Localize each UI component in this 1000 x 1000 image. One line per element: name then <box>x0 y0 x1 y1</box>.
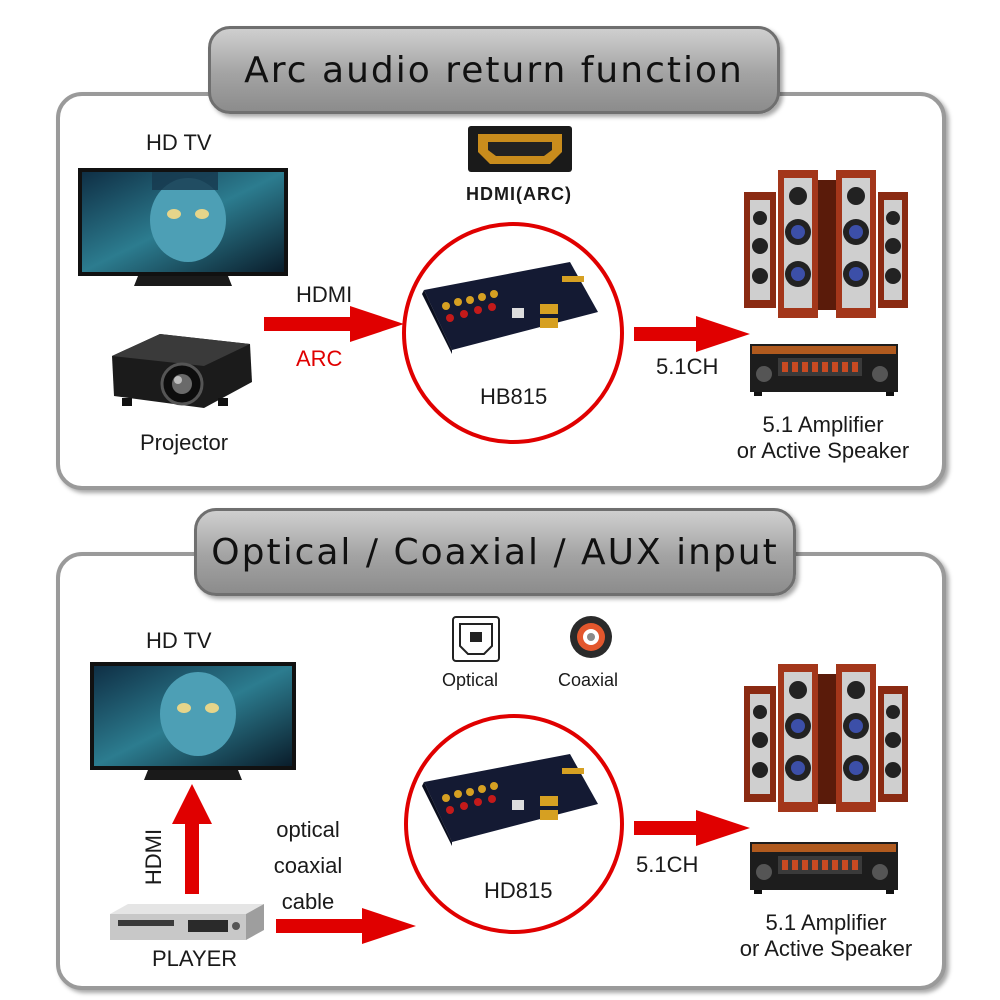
optical-label: Optical <box>442 670 499 690</box>
hdmi-vertical-label: HDMI <box>141 828 167 886</box>
input-output-arrow <box>634 810 750 846</box>
arc-5-1ch-label: 5.1CH <box>656 354 719 379</box>
speakers-image-2 <box>744 664 908 812</box>
cable-arrow <box>276 908 416 944</box>
input-hdtv-label: HD TV <box>146 628 212 653</box>
arc-section-title: Arc audio return function <box>208 26 780 114</box>
hd815-label: HD815 <box>484 878 553 903</box>
cable-line1: optical <box>276 817 340 842</box>
hdmi-connector-icon <box>468 126 572 172</box>
arc-label: ARC <box>296 346 343 371</box>
optical-icon <box>452 616 500 662</box>
amplifier-image <box>750 344 898 396</box>
projector-label: Projector <box>140 430 229 455</box>
arc-amplifier-line1: 5.1 Amplifier <box>762 412 884 437</box>
hb815-device-image <box>422 262 598 354</box>
hdmi-arc-label: HDMI(ARC) <box>466 184 572 204</box>
input-section-title: Optical / Coaxial / AUX input <box>194 508 796 596</box>
arc-amplifier-label: 5.1 Amplifier or Active Speaker <box>726 412 920 464</box>
coaxial-icon <box>570 616 612 658</box>
player-label: PLAYER <box>152 946 238 971</box>
player-image <box>110 904 264 940</box>
arc-amplifier-line2: or Active Speaker <box>736 438 910 463</box>
cable-line2: coaxial <box>273 853 343 878</box>
hb815-label: HB815 <box>480 384 548 409</box>
hdtv-image-2 <box>90 662 296 780</box>
cable-line3: cable <box>281 889 335 914</box>
arc-hdtv-label: HD TV <box>146 130 212 155</box>
cable-label: optical coaxial cable <box>256 812 360 920</box>
input-5-1ch-label: 5.1CH <box>636 852 699 877</box>
arc-hdmi-label: HDMI <box>296 282 353 307</box>
hdtv-image <box>78 168 288 286</box>
speakers-image <box>744 170 908 318</box>
input-amplifier-line1: 5.1 Amplifier <box>765 910 887 935</box>
hd815-device-image <box>422 754 598 846</box>
coaxial-label: Coaxial <box>558 670 619 690</box>
amplifier-image-2 <box>750 842 898 894</box>
arc-output-arrow <box>634 316 750 352</box>
input-amplifier-line2: or Active Speaker <box>739 936 913 961</box>
input-amplifier-label: 5.1 Amplifier or Active Speaker <box>726 910 926 962</box>
arc-input-arrow <box>264 306 404 342</box>
hdmi-up-arrow <box>172 784 212 894</box>
projector-image <box>112 334 252 408</box>
